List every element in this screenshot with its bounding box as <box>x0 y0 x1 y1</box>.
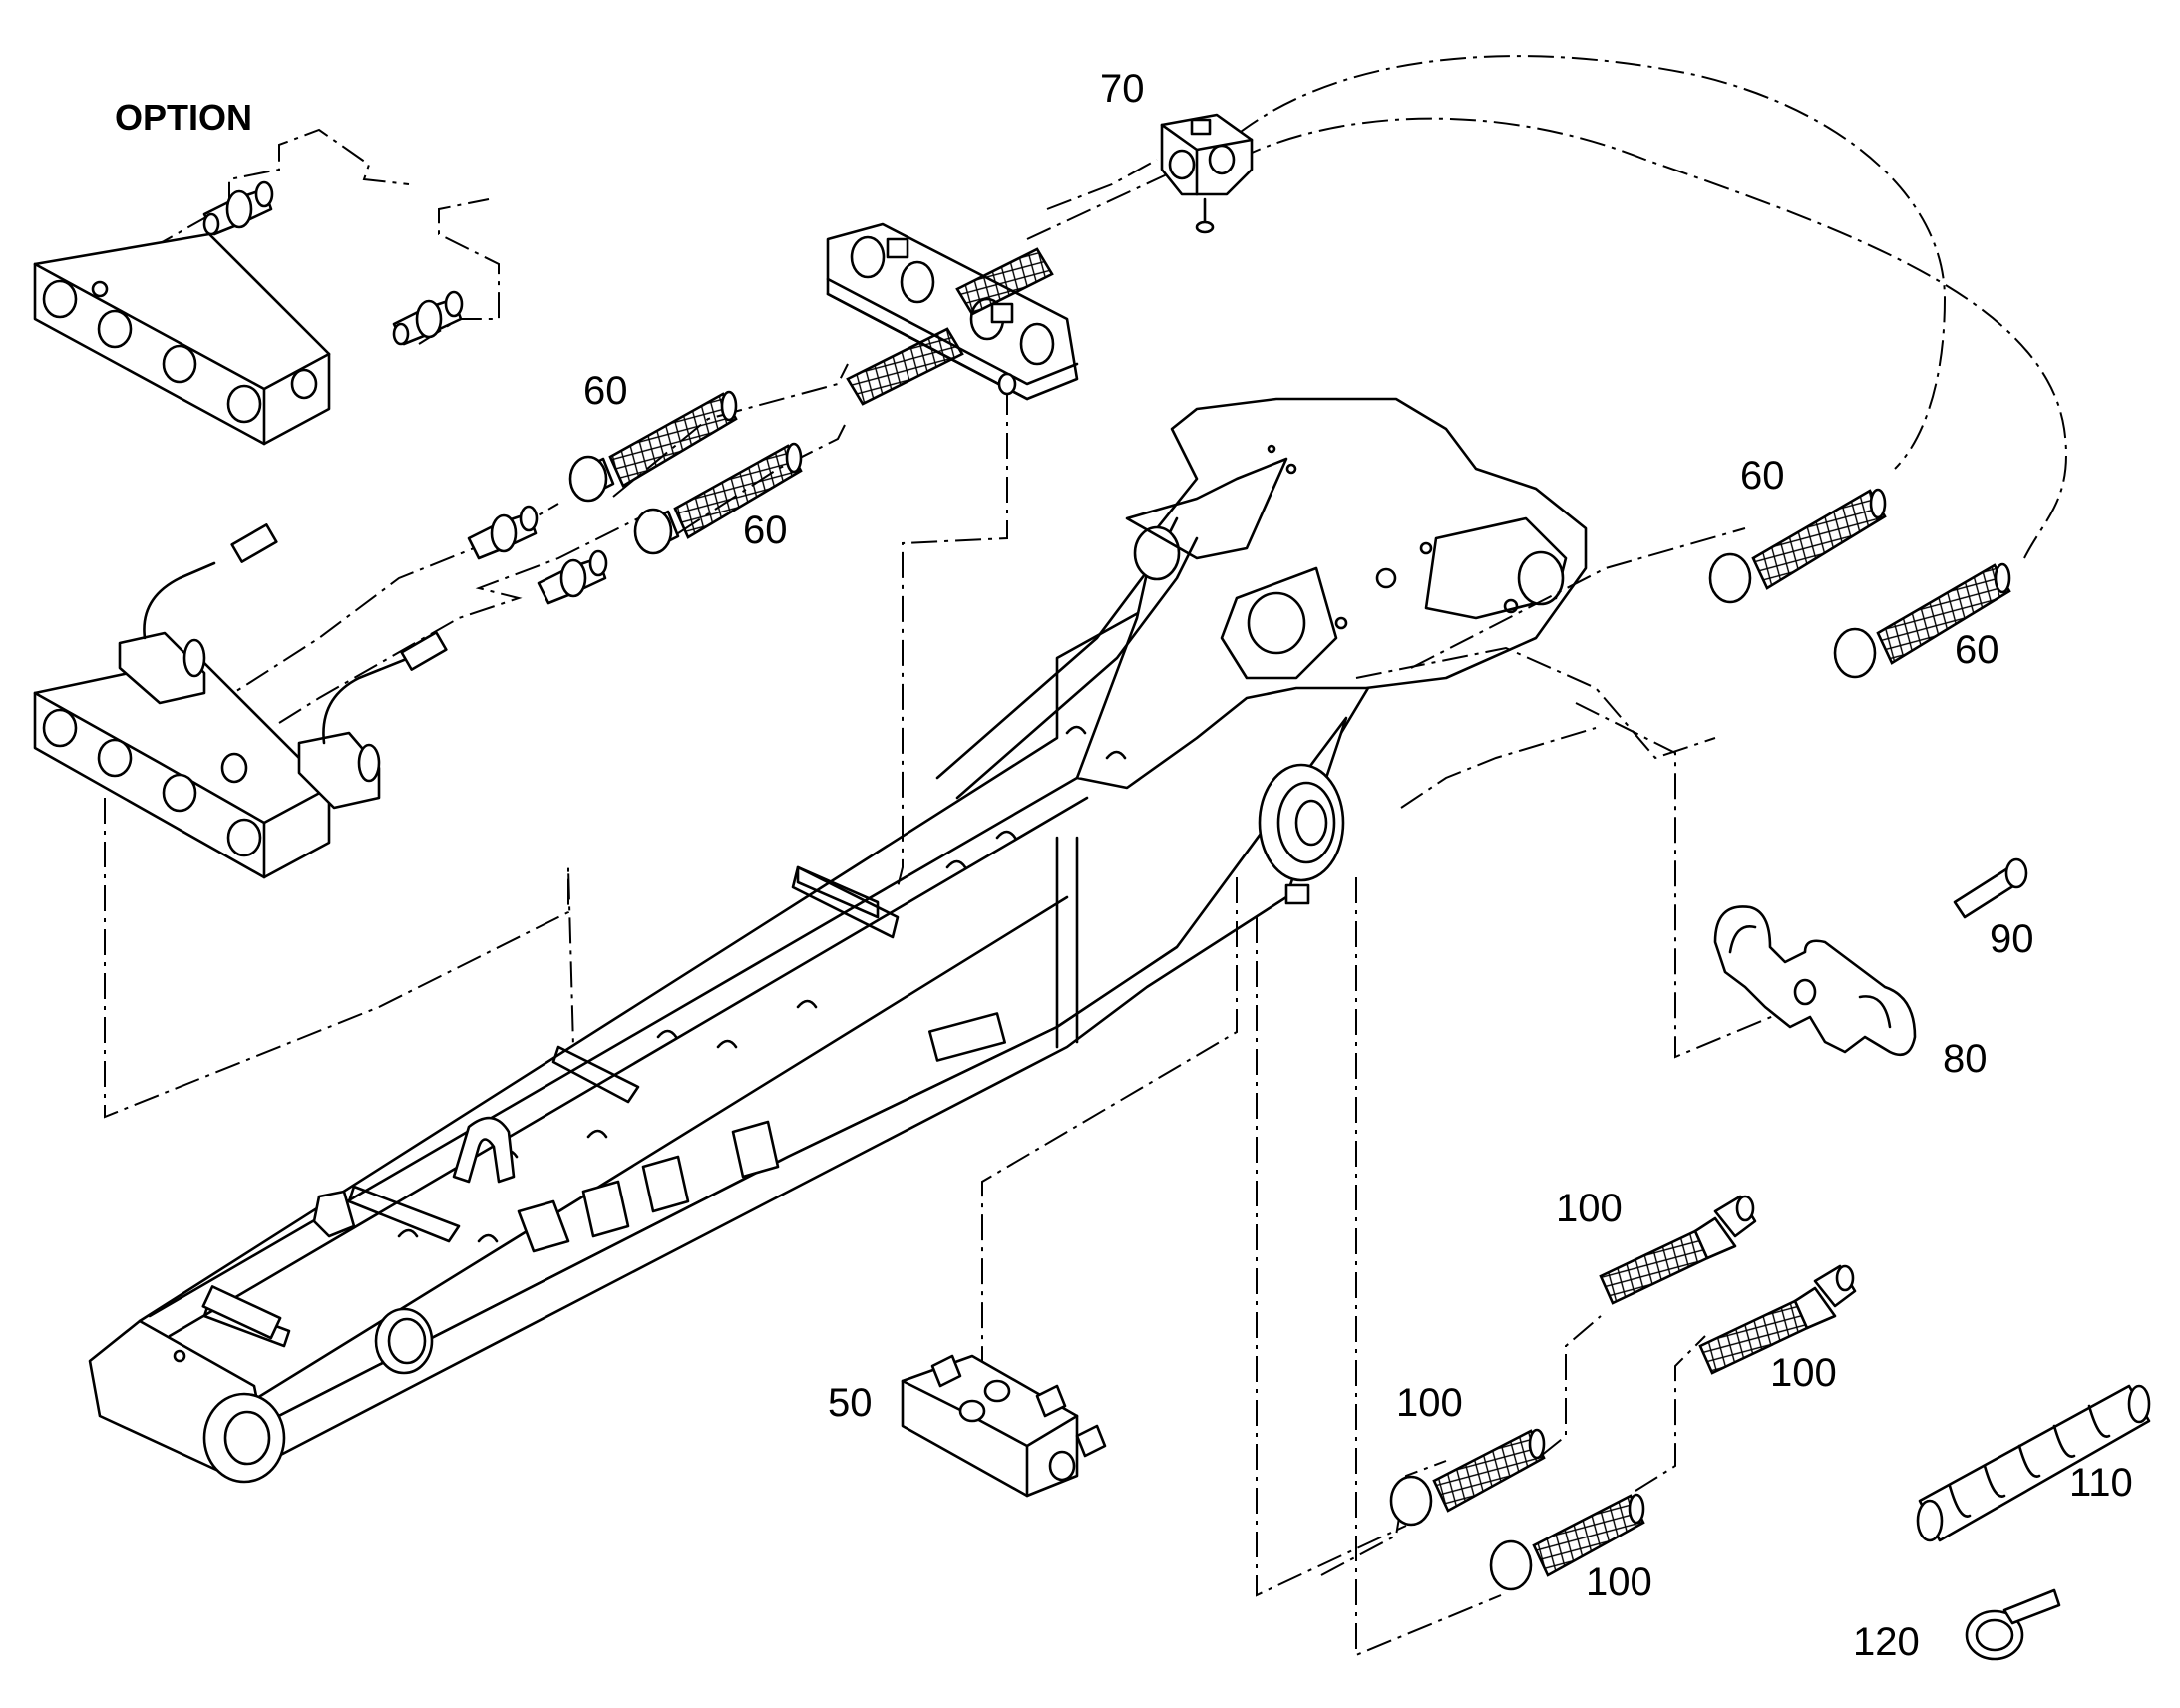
callout-60-a: 60 <box>583 369 628 413</box>
callout-80: 80 <box>1943 1037 1988 1081</box>
option-fitting-upper <box>202 180 274 236</box>
hose-60-left-upper <box>568 390 738 503</box>
callout-100-b: 100 <box>1770 1351 1837 1395</box>
callout-60-b: 60 <box>743 509 788 552</box>
callout-50: 50 <box>828 1381 873 1425</box>
junction-block-50 <box>901 1354 1107 1498</box>
hose-100-upper-right <box>1698 1264 1857 1375</box>
hose-100-lower-right <box>1489 1493 1645 1591</box>
hose-60-right-upper <box>1708 488 1887 604</box>
option-fitting-lower <box>392 290 464 346</box>
sensor-fitting-b <box>537 549 608 605</box>
clamp-70 <box>1160 113 1254 234</box>
callout-90: 90 <box>1990 917 2034 961</box>
callout-100-c: 100 <box>1396 1381 1463 1425</box>
routing-lines <box>104 55 2067 1657</box>
hose-clip-120 <box>1965 1588 2061 1661</box>
hose-60-left-lower <box>633 442 803 555</box>
hose-60-right-lower <box>1833 562 2011 679</box>
clamp-assembly-top <box>826 222 1079 406</box>
callout-100-d: 100 <box>1586 1560 1652 1604</box>
sensor-manifold-block <box>33 523 448 879</box>
spiral-guard-110 <box>1916 1384 2151 1542</box>
callout-120: 120 <box>1853 1620 1920 1664</box>
option-title: OPTION <box>115 97 252 138</box>
sensor-fitting-a <box>467 505 539 560</box>
callout-60-c: 60 <box>1740 454 1785 498</box>
boom-arm <box>88 397 1588 1484</box>
hose-100-lower-left <box>1389 1428 1546 1527</box>
callout-110: 110 <box>2069 1461 2133 1505</box>
callout-70: 70 <box>1100 67 1145 111</box>
option-manifold-block <box>33 232 331 446</box>
callout-60-d: 60 <box>1955 628 1999 672</box>
callout-100-a: 100 <box>1556 1187 1623 1230</box>
bolt-90 <box>1953 857 2028 919</box>
clamp-bracket-80 <box>1713 905 1917 1057</box>
hose-100-upper-left <box>1599 1195 1757 1305</box>
